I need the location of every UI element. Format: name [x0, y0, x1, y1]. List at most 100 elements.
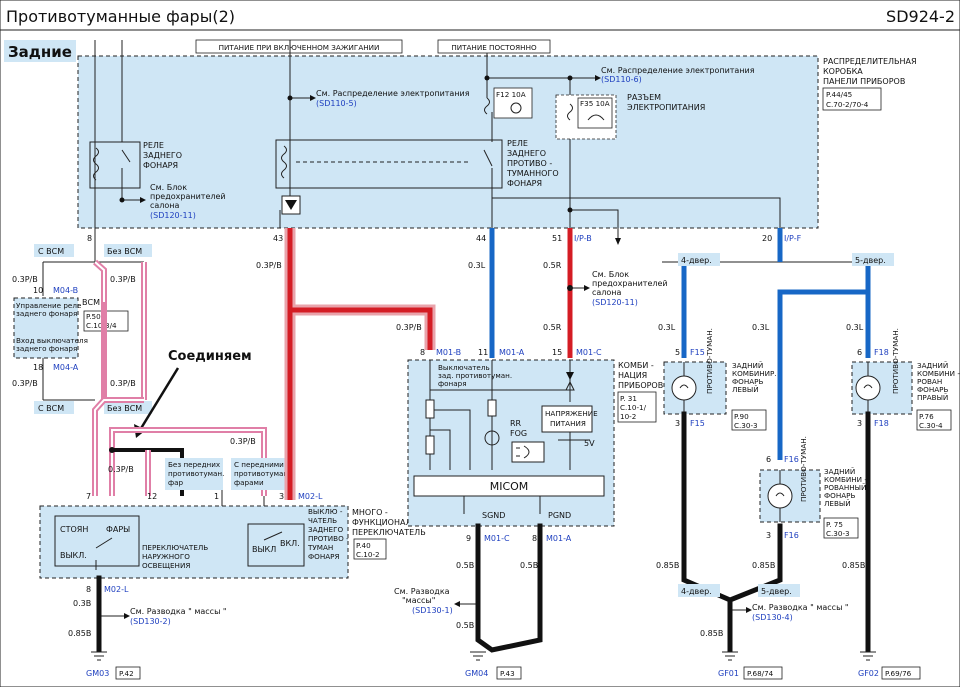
pin-3: 3 [279, 492, 284, 501]
conn-m02l: M02-L [298, 492, 323, 501]
wire-label-085b-d: 0.85B [842, 561, 865, 570]
ref-sd130-1-pre-1: См. Разводка [394, 587, 450, 596]
lamp-mid-name-3: РОВАННЫЙ [824, 483, 866, 492]
relay-fog-2: ЗАДНЕГО [507, 149, 546, 158]
fog-opt-with-2: противотуман. [234, 469, 290, 478]
ref-sd110-6[interactable]: (SD110-6) [601, 75, 642, 84]
wire-label-03rb-b: 0.3Р/В [110, 275, 136, 284]
ref-sd110-5[interactable]: (SD110-5) [316, 99, 357, 108]
ref-sd120-11-a-2: предохранителей [150, 192, 226, 201]
pin-12: 12 [147, 492, 157, 501]
lamp-right-ref-1: P.76 [919, 412, 934, 421]
cluster-name-1: КОМБИ - [618, 361, 654, 370]
ground-gm03-ref: P.42 [119, 669, 134, 678]
wire-label-03rb-c: 0.3Р/В [12, 379, 38, 388]
pin-ipf: I/P-F [784, 234, 802, 243]
sw-ref-2: С.10-2 [356, 550, 380, 559]
sw-fog-1: ВЫКЛЮ - [308, 507, 343, 516]
wire-label-03rb-d: 0.3Р/В [110, 379, 136, 388]
wire-label-03b: 0.3B [73, 599, 91, 608]
wire-label-05b-a: 0.5B [456, 561, 474, 570]
cluster-pin-11: 11 [478, 348, 488, 357]
cluster-m01c-b: M01-C [484, 534, 510, 543]
lamp-right-name-3: РОВАН [917, 377, 942, 386]
lamp-mid-f16-b: F16 [784, 531, 799, 540]
bcm-without-1: Без ВСМ [107, 247, 142, 256]
ref-sd130-4-pre: См. Разводка " массы " [752, 603, 849, 612]
sw-fog-6: ФОНАРЯ [308, 552, 340, 561]
pin-51: 51 [552, 234, 562, 243]
ref-sd130-2[interactable]: (SD130-2) [130, 617, 171, 626]
door-5-a: 5-двер. [855, 256, 886, 265]
distribution-box [77, 55, 819, 229]
constant-supply-label: ПИТАНИЕ ПОСТОЯННО [451, 43, 537, 52]
relay-rear-lamp-1: РЕЛЕ [143, 141, 164, 150]
svg-text:F12 10A: F12 10A [496, 90, 526, 99]
lamp-right-name-5: ПРАВЫЙ [917, 393, 948, 402]
wire-label-05b-b: 0.5B [520, 561, 538, 570]
door-5-b: 5-двер. [761, 587, 792, 596]
wire-label-085b-a: 0.85B [68, 629, 91, 638]
ref-sd120-11-a-3: салона [150, 201, 180, 210]
ground-gf02: GF02 [858, 669, 879, 678]
lamp-mid-pin-6: 6 [766, 455, 771, 464]
pin-7: 7 [86, 492, 91, 501]
fog-opt-with-1: С передними [234, 460, 284, 469]
pin-44: 44 [476, 234, 486, 243]
pin-ipb: I/P-B [574, 234, 592, 243]
section-label: Задние [8, 43, 72, 61]
instrument-cluster [407, 359, 615, 527]
ref-sd130-1[interactable]: (SD130-1) [412, 606, 453, 615]
cluster-ref-1: P. 31 [620, 394, 637, 403]
cluster-sgnd: SGND [482, 511, 505, 520]
lamp-mid-ref-2: С.30-3 [826, 529, 850, 538]
cluster-sw-1: Выключатель [438, 363, 490, 372]
cluster-fog: FOG [510, 429, 527, 438]
wire-label-03l-c: 0.3L [752, 323, 770, 332]
ref-sd110-5-pre: См. Распределение электропитания [316, 89, 470, 98]
lamp-left-inner: ПРОТИВО-ТУМАН. [705, 328, 714, 394]
sw-fog-4: ПРОТИВО - [308, 534, 349, 543]
relay-rear-fog [275, 139, 503, 189]
cluster-m01c: M01-C [576, 348, 602, 357]
ref-sd110-6-pre: См. Распределение электропитания [601, 66, 755, 75]
lamp-right-name-1: ЗАДНИЙ [917, 361, 948, 370]
ref-sd120-11-a-1: См. Блок [150, 183, 187, 192]
lamp-right-pin-6: 6 [857, 348, 862, 357]
ground-gm04: GM04 [465, 669, 488, 678]
bcm-module [13, 297, 79, 359]
bcm-m04a: M04-A [53, 363, 79, 372]
bcm-label: ВСМ [82, 298, 100, 307]
lamp-left-pin-5: 5 [675, 348, 680, 357]
cluster-m01b: M01-B [436, 348, 461, 357]
ref-sd120-11-b[interactable]: (SD120-11) [592, 298, 638, 307]
ref-sd120-11-b-2: предохранителей [592, 279, 668, 288]
ref-sd120-11-a[interactable]: (SD120-11) [150, 211, 196, 220]
cluster-sw-3: фонаря [438, 379, 467, 388]
wire-label-03l-a: 0.3L [468, 261, 486, 270]
bcm-input-1: Вход выключателя [16, 336, 88, 345]
wire-label-085b-c: 0.85B [752, 561, 775, 570]
fuse-f35: F35 10A [555, 94, 617, 140]
wire-label-03rb-e: 0.3Р/В [108, 465, 134, 474]
cluster-pin-9: 9 [466, 534, 471, 543]
wire-label-03rb-g: 0.3Р/В [256, 261, 282, 270]
pin-8: 8 [87, 234, 92, 243]
bcm-ctrl-1: Управление реле [16, 301, 82, 310]
ref-sd130-4[interactable]: (SD130-4) [752, 613, 793, 622]
relay-fog-5: ФОНАРЯ [507, 179, 542, 188]
cluster-ref-2: C.10-1/ [620, 403, 647, 412]
lamp-mid-name-5: ЛЕВЫЙ [824, 499, 851, 508]
fog-opt-without-2: противотуман. [168, 469, 224, 478]
lamp-left-pin-3: 3 [675, 419, 680, 428]
wire-label-05r-a: 0.5R [543, 261, 562, 270]
cluster-micom: MICOM [490, 480, 529, 493]
pin-8-b: 8 [86, 585, 91, 594]
multifunction-switch [39, 505, 349, 579]
fog-opt-without-3: фар [168, 478, 184, 487]
bcm-ref-1: P.50 [86, 312, 101, 321]
lamp-left-f15: F15 [690, 348, 705, 357]
lamp-right-pin-3: 3 [857, 419, 862, 428]
bcm-ctrl-2: заднего фонаря [16, 309, 77, 318]
